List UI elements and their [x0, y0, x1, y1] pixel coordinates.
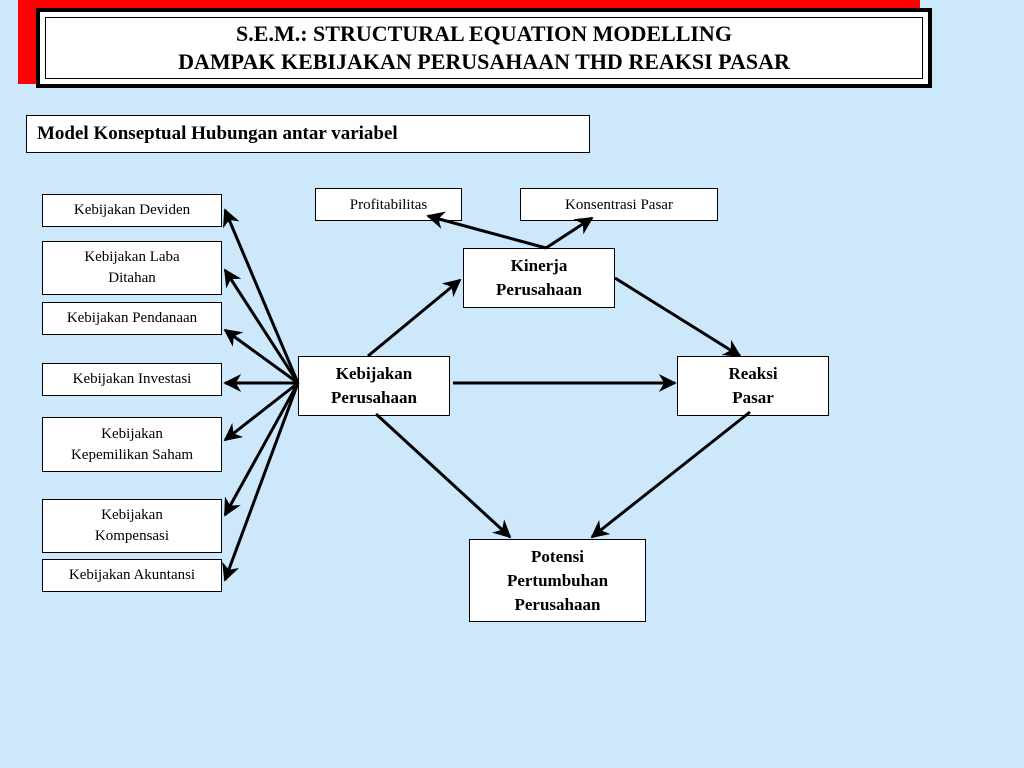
node-kebijakan-investasi-label: Kebijakan Investasi	[72, 371, 192, 387]
node-kebijakan-pendanaan-label: Kebijakan Pendanaan	[66, 310, 198, 326]
node-kebijakan-pendanaan: Kebijakan Pendanaan	[42, 302, 222, 335]
node-reaksi-pasar: Reaksi Pasar	[677, 356, 829, 416]
node-kebijakan-kepemilikan-saham: Kebijakan Kepemilikan Saham	[42, 417, 222, 472]
node-kebijakan-investasi: Kebijakan Investasi	[42, 363, 222, 396]
subtitle-box: Model Konseptual Hubungan antar variabel	[26, 115, 590, 153]
node-kebijakan-perusahaan: Kebijakan Perusahaan	[298, 356, 450, 416]
node-kebijakan-deviden: Kebijakan Deviden	[42, 194, 222, 227]
node-kebijakan-laba-ditahan: Kebijakan Laba Ditahan	[42, 241, 222, 295]
node-potensi-pertumbuhan-perusahaan-label: Potensi Pertumbuhan Perusahaan	[506, 546, 609, 614]
arrow-kinerja-to-profitabilitas	[426, 211, 547, 250]
arrow-kinerja-to-konsentrasi	[545, 216, 594, 250]
arrow-kebijakan-to-potensi	[374, 412, 512, 539]
node-kebijakan-deviden-label: Kebijakan Deviden	[73, 202, 191, 218]
arrow-to-kepemilikan	[223, 381, 299, 442]
title-line-2: DAMPAK KEBIJAKAN PERUSAHAAN THD REAKSI P…	[178, 49, 790, 74]
node-reaksi-pasar-label: Reaksi Pasar	[728, 364, 778, 407]
arrow-to-kompensasi	[223, 382, 300, 517]
node-konsentrasi-pasar: Konsentrasi Pasar	[520, 188, 718, 221]
node-kebijakan-laba-ditahan-label: Kebijakan Laba Ditahan	[84, 249, 180, 286]
title-line-1: S.E.M.: STRUCTURAL EQUATION MODELLING	[236, 21, 732, 46]
arrow-kinerja-to-reaksi	[614, 276, 742, 358]
node-profitabilitas-label: Profitabilitas	[349, 197, 428, 213]
node-kebijakan-perusahaan-label: Kebijakan Perusahaan	[331, 364, 417, 407]
node-kebijakan-akuntansi: Kebijakan Akuntansi	[42, 559, 222, 592]
node-kebijakan-kompensasi: Kebijakan Kompensasi	[42, 499, 222, 553]
node-kebijakan-akuntansi-label: Kebijakan Akuntansi	[68, 567, 196, 583]
arrow-to-pendanaan	[223, 328, 299, 385]
title-frame: S.E.M.: STRUCTURAL EQUATION MODELLING DA…	[36, 8, 932, 88]
arrow-to-laba-ditahan	[223, 268, 300, 384]
node-kebijakan-kepemilikan-saham-label: Kebijakan Kepemilikan Saham	[70, 425, 194, 463]
arrow-kebijakan-to-kinerja	[367, 278, 462, 358]
node-konsentrasi-pasar-label: Konsentrasi Pasar	[565, 197, 673, 213]
node-profitabilitas: Profitabilitas	[315, 188, 462, 221]
arrow-reaksi-to-potensi	[590, 410, 751, 539]
node-kinerja-perusahaan: Kinerja Perusahaan	[463, 248, 615, 308]
arrow-to-deviden	[223, 208, 300, 384]
node-kebijakan-kompensasi-label: Kebijakan Kompensasi	[94, 507, 170, 544]
node-kinerja-perusahaan-label: Kinerja Perusahaan	[496, 256, 582, 299]
arrow-to-akuntansi	[222, 382, 300, 582]
title-inner-frame: S.E.M.: STRUCTURAL EQUATION MODELLING DA…	[45, 17, 923, 79]
node-potensi-pertumbuhan-perusahaan: Potensi Pertumbuhan Perusahaan	[469, 539, 646, 622]
